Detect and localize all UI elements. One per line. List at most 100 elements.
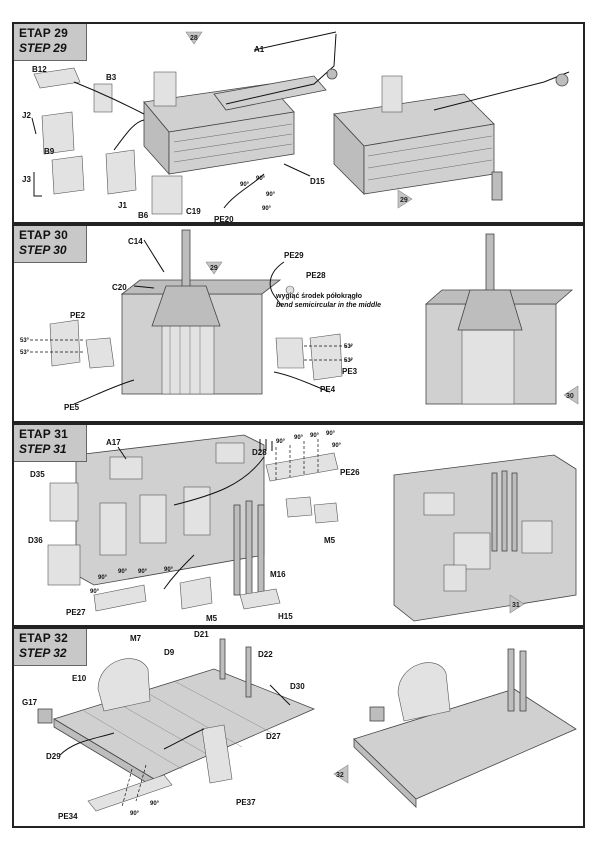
step-29-title-pl: ETAP 29: [19, 26, 68, 40]
label-H15: H15: [278, 612, 293, 621]
label-PE27: PE27: [66, 608, 86, 617]
label-D27: D27: [266, 732, 281, 741]
label-PE5: PE5: [64, 403, 80, 412]
label-G17: G17: [22, 698, 38, 707]
step-31-m5-upper: [285, 496, 339, 524]
step-31-drawing: A17 D28 PE26 90° 90° 90° 90° 90° M5 D35 …: [28, 431, 577, 623]
angle-31-g: 90°: [118, 569, 128, 575]
label-A1: A1: [254, 45, 265, 54]
d22-part: [245, 646, 252, 698]
step-31-header: ETAP 31 STEP 31: [14, 425, 87, 462]
angle-31-h: 90°: [138, 569, 148, 575]
step-30-drawing: 29 C14 C20 PE29 PE28 wygiąć środek półok…: [20, 229, 579, 412]
step-29-title-en: STEP 29: [19, 41, 67, 55]
angle-32-b: 90°: [130, 811, 140, 817]
step-30-plates: [49, 319, 343, 381]
label-C19: C19: [186, 207, 201, 216]
pe27-part: [93, 584, 147, 612]
ref-triangle-29: [205, 261, 223, 275]
step-30-truck-rear: [120, 229, 282, 395]
step-29-panel: 28 A1 B12: [12, 22, 585, 224]
label-PE4: PE4: [320, 385, 336, 394]
label-D28: D28: [252, 448, 267, 457]
label-A17: A17: [106, 438, 121, 447]
label-PE2: PE2: [70, 311, 86, 320]
bend-note-pl: wygiąć środek półokrągło: [275, 293, 362, 300]
step-32-assembled-view: [353, 648, 577, 808]
angle-31-j: 90°: [90, 589, 100, 595]
angle-32-a: 90°: [150, 801, 160, 807]
step-30-panel: 29 C14 C20 PE29 PE28 wygiąć środek półok…: [12, 224, 585, 423]
result-number-29: 29: [400, 197, 408, 204]
label-E10: E10: [72, 674, 87, 683]
step-30-title-en: STEP 30: [19, 243, 67, 257]
label-M7: M7: [130, 634, 142, 643]
angle-31-e: 90°: [332, 443, 342, 449]
angle-30-a: 53°: [20, 338, 30, 344]
angle-31-c: 90°: [310, 433, 320, 439]
label-PE29: PE29: [284, 251, 304, 260]
ref-triangle-28: [185, 31, 203, 45]
result-number-30: 30: [566, 393, 574, 400]
label-D9: D9: [164, 648, 175, 657]
result-triangle-32: [333, 764, 349, 784]
angle-29-d: 90°: [262, 206, 272, 212]
step-32-title-en: STEP 32: [19, 646, 67, 660]
label-PE37: PE37: [236, 798, 256, 807]
label-C20: C20: [112, 283, 127, 292]
result-triangle-29: [397, 189, 413, 209]
angle-30-b: 53°: [20, 350, 30, 356]
ref-number-29: 29: [210, 265, 218, 272]
step-31-panel: A17 D28 PE26 90° 90° 90° 90° 90° M5 D35 …: [12, 423, 585, 627]
step-30-title-pl: ETAP 30: [19, 228, 68, 242]
label-D29: D29: [46, 752, 61, 761]
label-D22: D22: [258, 650, 273, 659]
angle-29-b: 90°: [256, 176, 266, 182]
label-B3: B3: [106, 73, 117, 82]
pe26-part: [265, 452, 339, 482]
angle-31-f: 90°: [98, 575, 108, 581]
label-PE28: PE28: [306, 271, 326, 280]
step-32-header: ETAP 32 STEP 32: [14, 629, 87, 666]
pe34-part: [87, 774, 173, 812]
label-D36: D36: [28, 536, 43, 545]
result-number-32: 32: [336, 772, 344, 779]
step-32-cab-floor: [53, 658, 316, 788]
label-M5-lower: M5: [206, 614, 218, 623]
pe28-ring: [285, 285, 295, 295]
bend-note-en: bend semicircular in the middle: [276, 302, 381, 309]
label-PE20: PE20: [214, 215, 234, 224]
step-29-header: ETAP 29 STEP 29: [14, 24, 87, 61]
step-29-assembled-view: [333, 71, 570, 201]
label-M5-upper: M5: [324, 536, 336, 545]
label-D30: D30: [290, 682, 305, 691]
angle-31-d: 90°: [326, 431, 336, 437]
step-29-truck-bed: [143, 33, 338, 176]
label-PE3: PE3: [342, 367, 358, 376]
label-PE34: PE34: [58, 812, 78, 821]
angle-29-a: 90°: [240, 182, 250, 188]
step-30-assembled-view: [424, 233, 574, 405]
label-B9: B9: [44, 147, 55, 156]
result-triangle-31: [509, 594, 525, 614]
result-triangle-30: [563, 385, 579, 405]
step-31-m16-tools: [233, 500, 281, 610]
step-32-title-pl: ETAP 32: [19, 631, 68, 645]
label-J2: J2: [22, 111, 31, 120]
label-C14: C14: [128, 237, 143, 246]
step-30-header: ETAP 30 STEP 30: [14, 226, 87, 263]
label-B12: B12: [32, 65, 47, 74]
label-J3: J3: [22, 175, 31, 184]
angle-31-a: 90°: [276, 439, 286, 445]
label-M16: M16: [270, 570, 286, 579]
angle-30-c: 53°: [344, 344, 354, 350]
d21-part: [219, 638, 226, 680]
step-31-title-pl: ETAP 31: [19, 427, 68, 441]
angle-30-d: 53°: [344, 358, 354, 364]
step-32-panel: M7 D21 D9 D22 E10 D30 G17 D27 D29 PE37 P…: [12, 627, 585, 828]
m5-lower-part: [179, 576, 213, 610]
step-29-drawing: 28 A1 B12: [22, 31, 570, 224]
ref-number-28: 28: [190, 35, 198, 42]
label-B6: B6: [138, 211, 149, 220]
label-D21: D21: [194, 630, 209, 639]
